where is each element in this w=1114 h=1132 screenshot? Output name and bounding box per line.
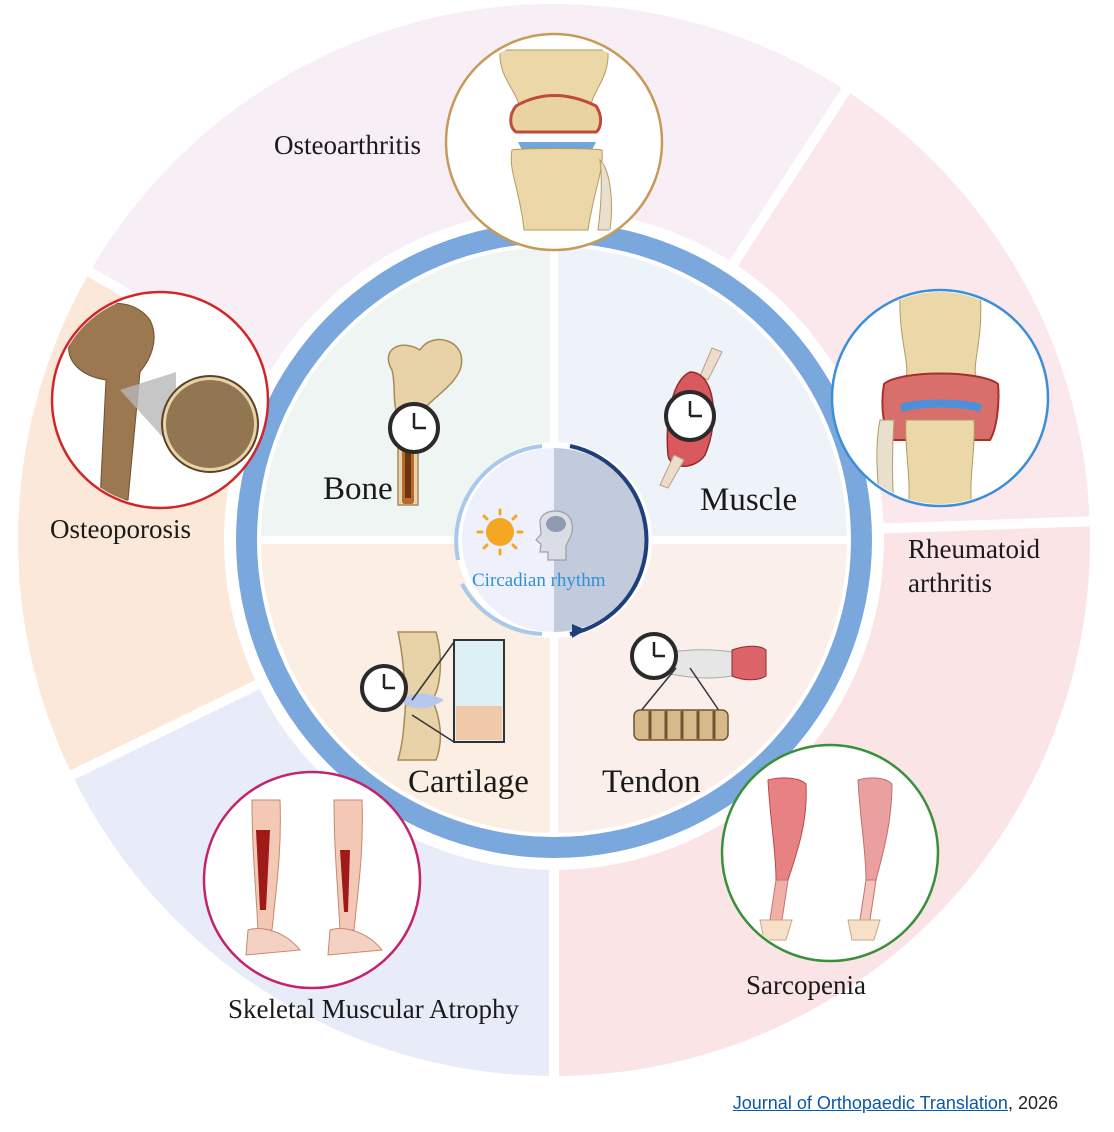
- segment-divider: [66, 680, 260, 782]
- head-icon: [535, 510, 573, 561]
- clock-icon: [664, 390, 716, 442]
- tissue-label-muscle: Muscle: [700, 482, 797, 518]
- clock-icon: [630, 632, 678, 680]
- cartilage-illustration: [360, 631, 505, 761]
- segment-label-sarcopenia: Sarcopenia: [746, 970, 866, 1000]
- tissue-label-bone: Bone: [323, 471, 393, 507]
- segment-label-osteoporosis: Osteoporosis: [50, 514, 191, 544]
- citation-year: , 2026: [1007, 1093, 1058, 1113]
- journal-link[interactable]: Journal of Orthopaedic Translation: [732, 1093, 1008, 1113]
- rheumatoid-illustration: [830, 288, 1050, 508]
- osteoarthritis-illustration: [444, 32, 664, 252]
- muscle-illustration: [659, 347, 723, 489]
- clock-icon: [388, 402, 440, 454]
- clock-icon: [360, 664, 408, 712]
- segment-label-rheumatoid-2: arthritis: [908, 568, 992, 598]
- segment-label-osteoarthritis: Osteoarthritis: [274, 130, 421, 160]
- segment-divider: [729, 84, 853, 266]
- osteoporosis-illustration: [50, 290, 270, 510]
- bone-illustration: [387, 339, 463, 506]
- tendon-illustration: [630, 632, 767, 741]
- segment-label-atrophy: Skeletal Muscular Atrophy: [228, 994, 519, 1024]
- citation: Journal of Orthopaedic Translation, 2026: [733, 1093, 1058, 1114]
- tissue-label-tendon: Tendon: [602, 764, 701, 800]
- circadian-rhythm-label: Circadian rhythm: [472, 570, 606, 591]
- sarcopenia-illustration: [720, 743, 940, 963]
- tissue-label-cartilage: Cartilage: [408, 764, 529, 800]
- sun-icon: [476, 508, 524, 556]
- circadian-center: [454, 442, 652, 638]
- segment-label-rheumatoid-1: Rheumatoid: [908, 534, 1040, 564]
- atrophy-illustration: [202, 770, 422, 990]
- segment-divider: [883, 516, 1094, 534]
